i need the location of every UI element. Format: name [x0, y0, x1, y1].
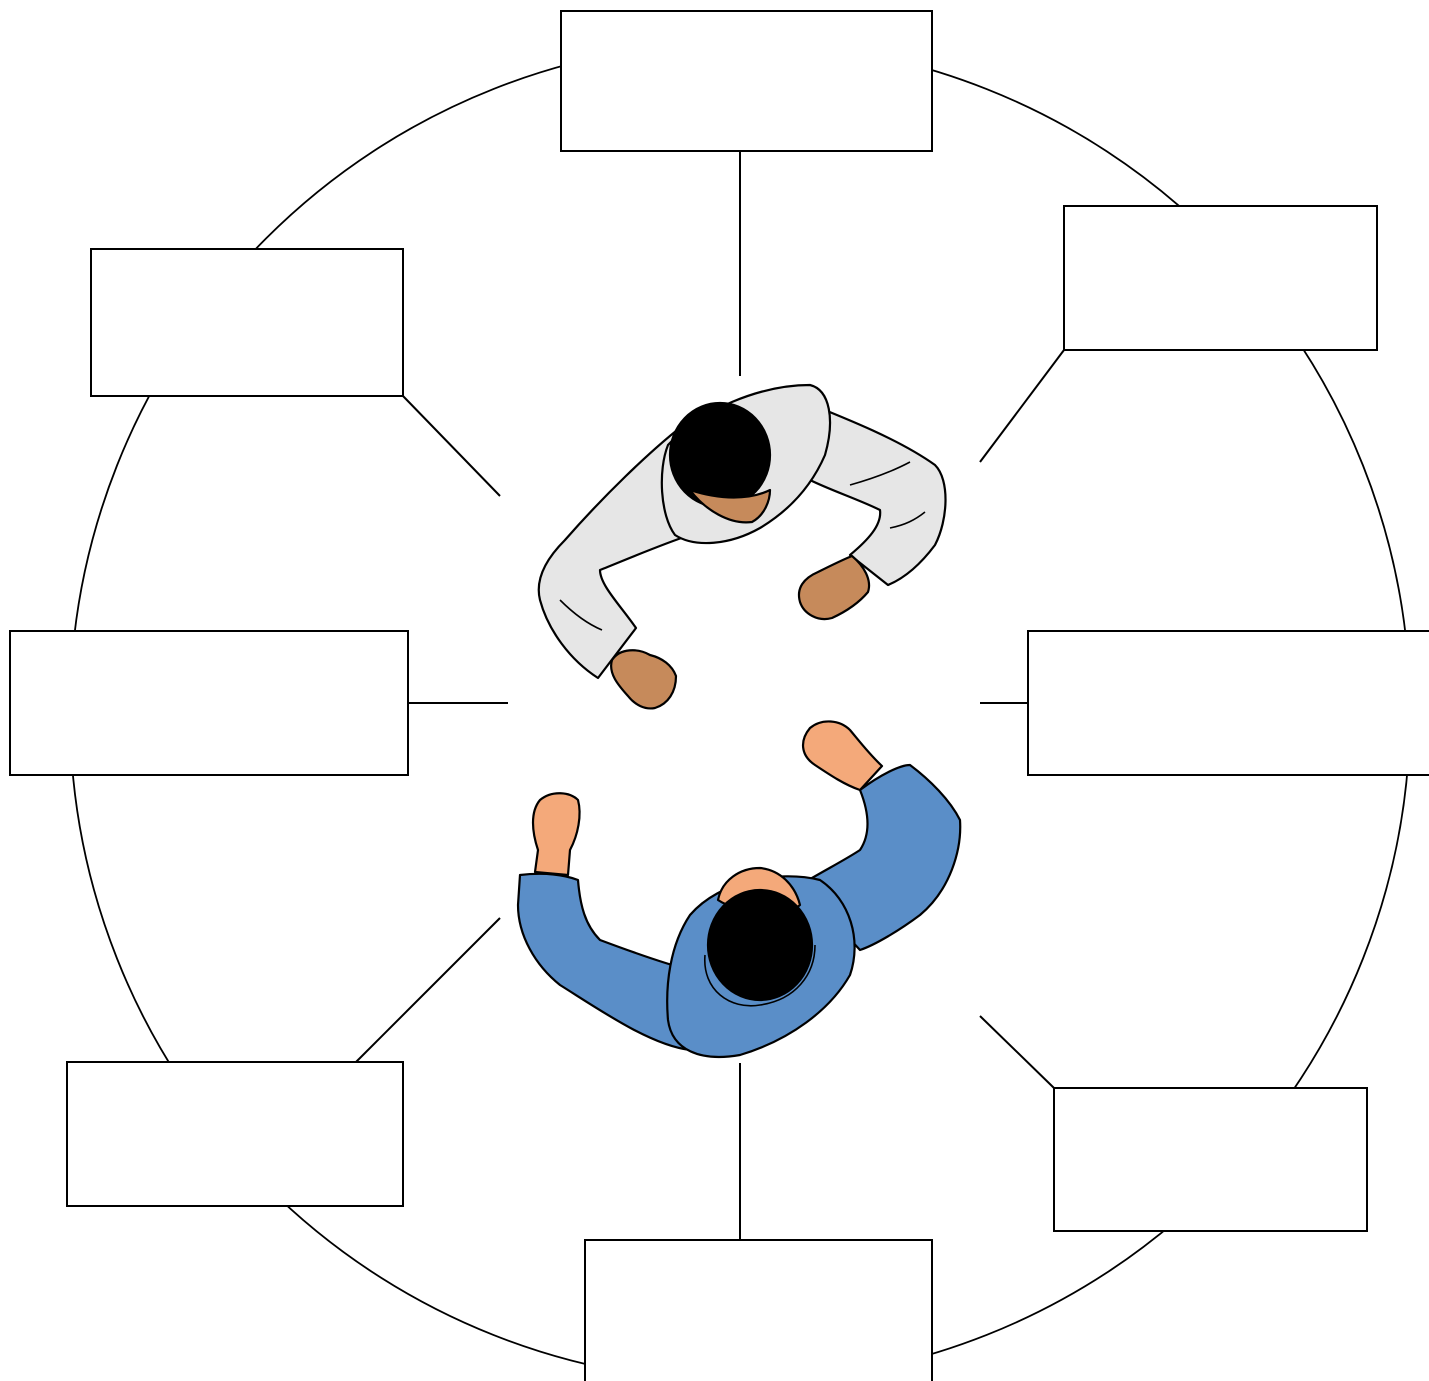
- box-top: [560, 10, 933, 152]
- connector-bottom-right: [979, 1015, 1055, 1089]
- white-face: [688, 488, 772, 524]
- box-top-right: [1063, 205, 1378, 351]
- blue-head-hair: [706, 888, 814, 1002]
- white-left-fist: [610, 649, 678, 710]
- connector-top-right: [979, 349, 1065, 463]
- connector-bottom-left: [355, 917, 501, 1063]
- box-bottom: [584, 1239, 933, 1381]
- box-right: [1027, 630, 1429, 776]
- person-white-shirt: [537, 383, 947, 710]
- label-boxes: [9, 10, 1429, 1381]
- blue-left-sleeve: [516, 872, 692, 1052]
- white-right-sleeve: [798, 398, 947, 587]
- box-bottom-right: [1053, 1087, 1368, 1232]
- white-right-fist: [797, 554, 871, 621]
- connector-top-left: [402, 395, 501, 497]
- person-blue-shirt: [516, 720, 962, 1059]
- blue-collar-line: [704, 944, 816, 1007]
- blue-left-fist: [531, 792, 581, 877]
- box-bottom-left: [66, 1061, 404, 1207]
- box-top-left: [90, 248, 404, 397]
- blue-right-fist: [802, 720, 884, 792]
- box-left: [9, 630, 409, 776]
- white-left-sleeve: [537, 418, 692, 680]
- connector-lines: [355, 150, 1065, 1240]
- white-head-hair: [668, 401, 772, 509]
- white-fold-lines: [559, 461, 926, 631]
